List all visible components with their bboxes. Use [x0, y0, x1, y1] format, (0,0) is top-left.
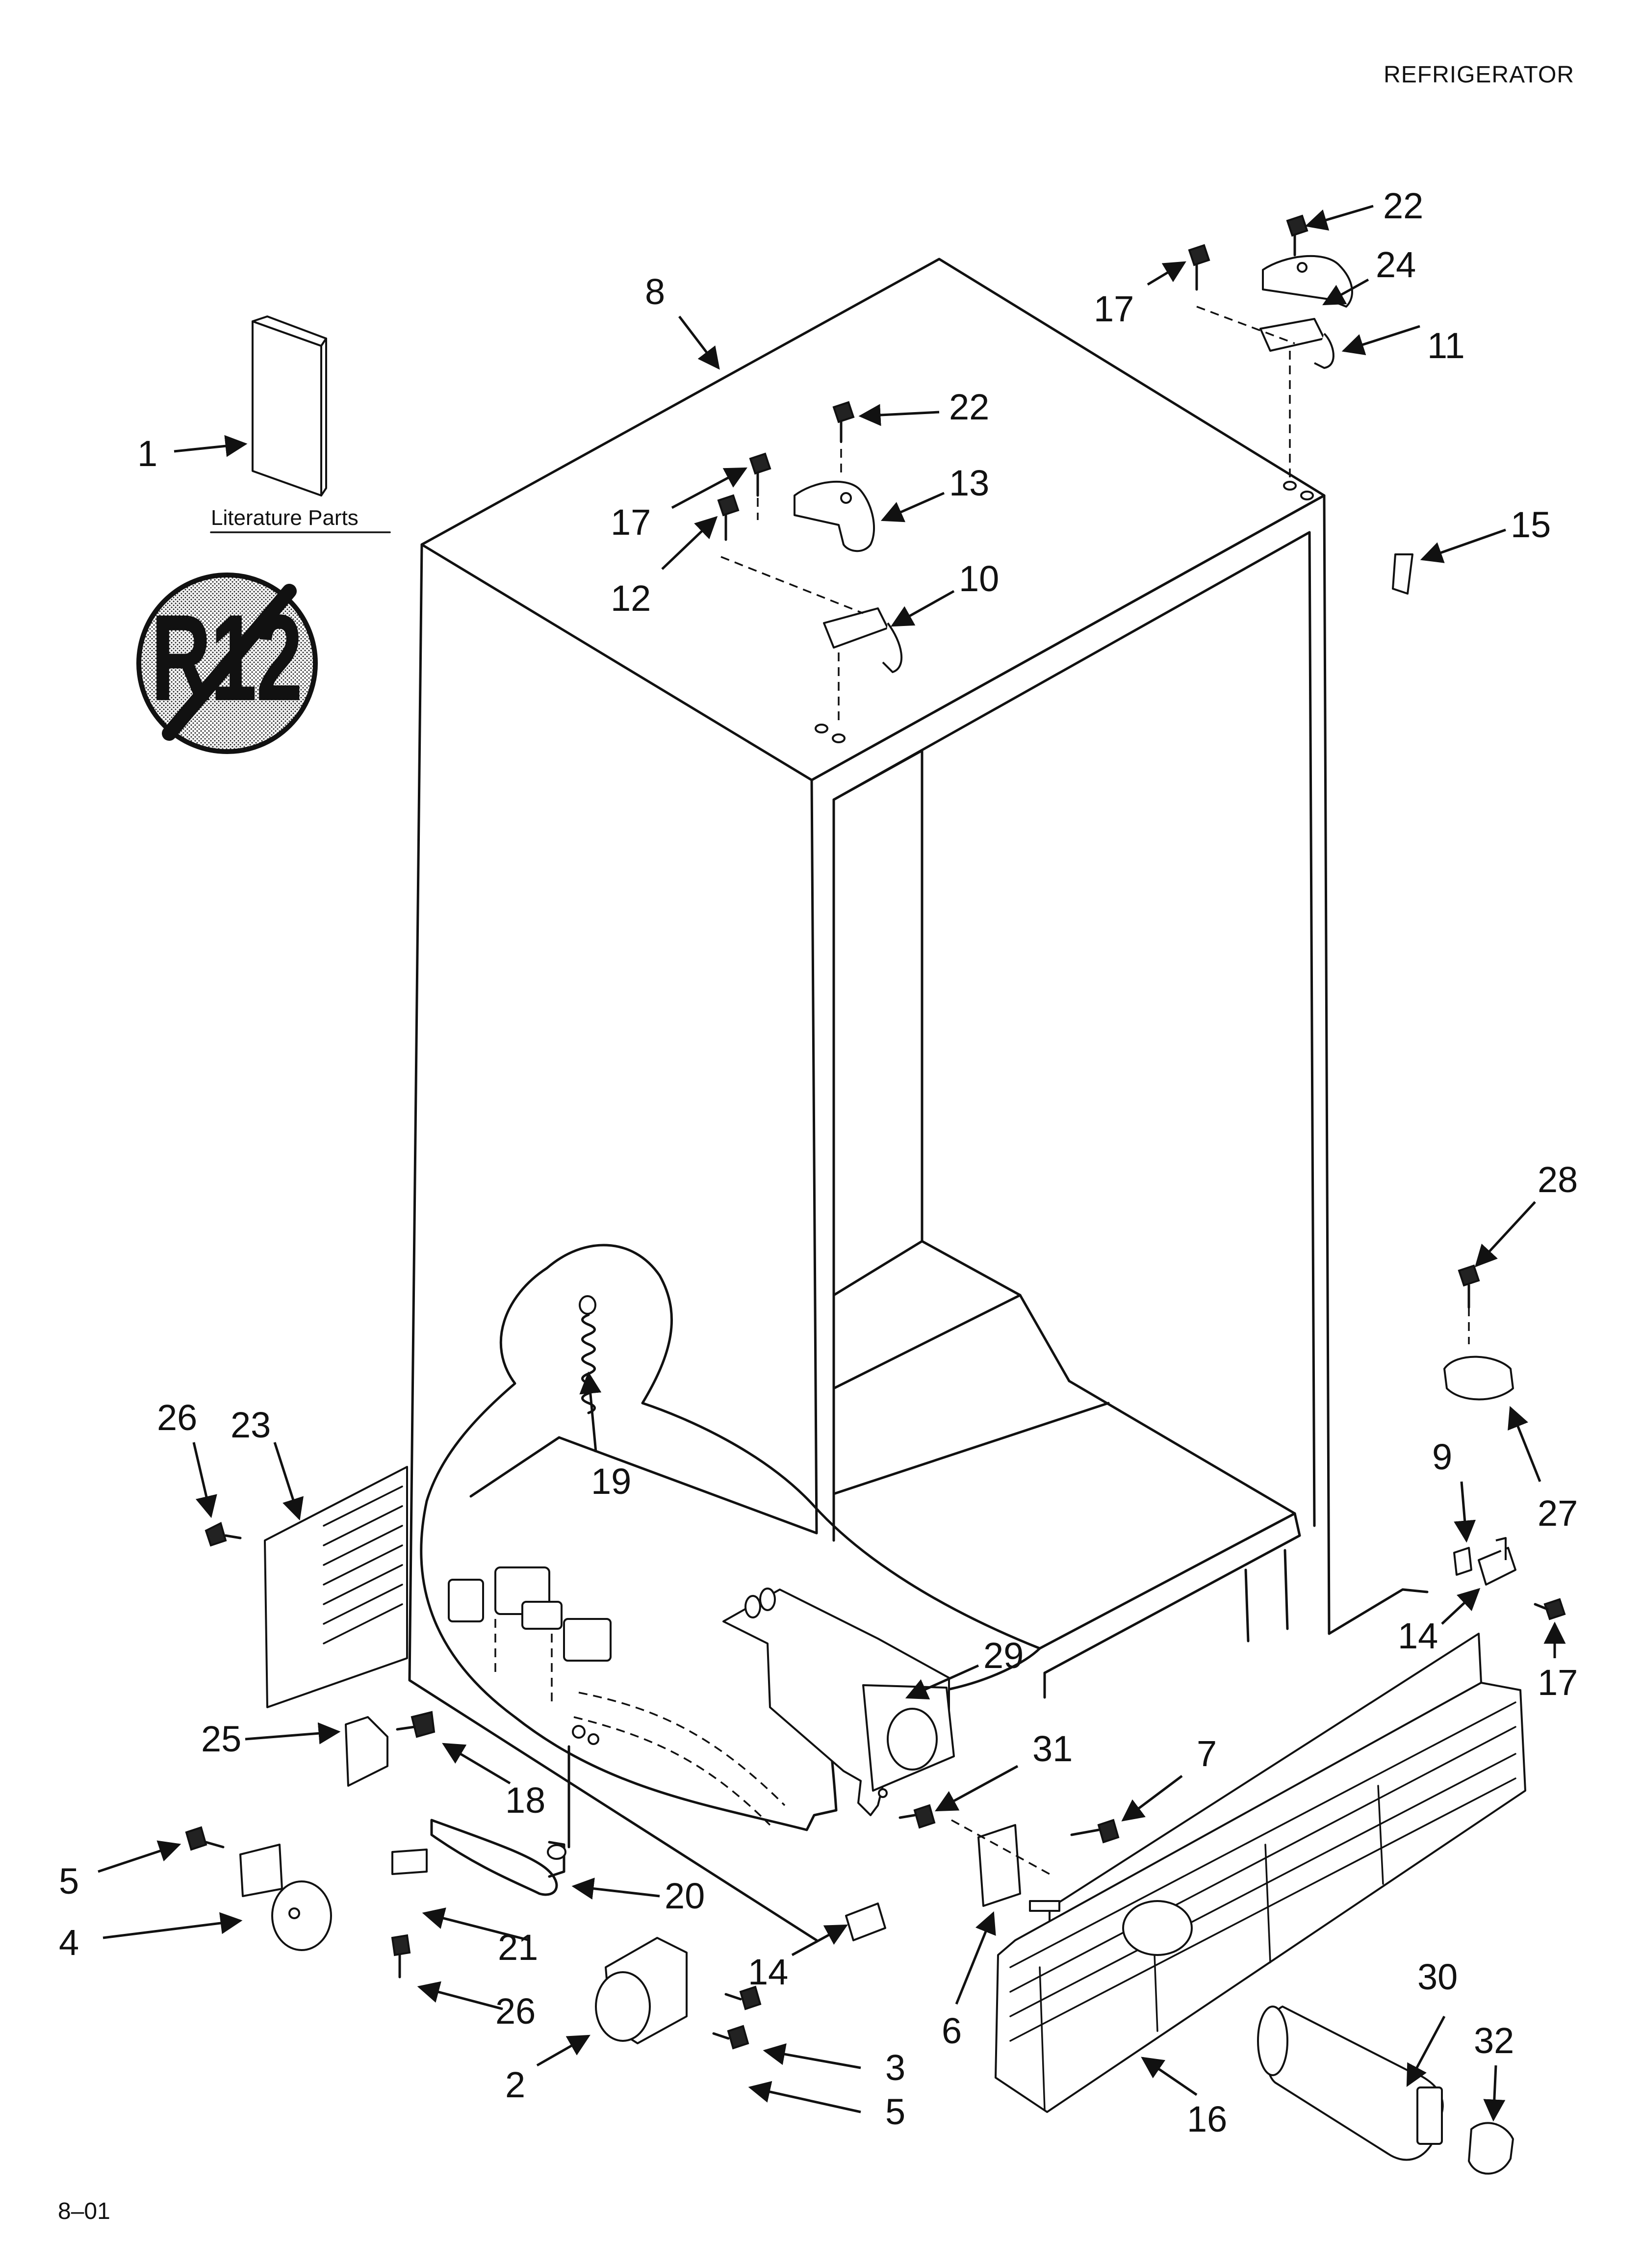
no-r12-badge: R12 [136, 573, 318, 754]
top-hinge-right [1196, 231, 1353, 481]
callout-3: 3 [885, 2047, 905, 2088]
callout-22-center: 22 [949, 387, 989, 427]
callout-21: 21 [498, 1927, 538, 1968]
water-valve-assembly [448, 1566, 612, 1745]
callout-14-right: 14 [1398, 1616, 1438, 1656]
page-header: REFRIGERATOR [1384, 62, 1574, 88]
callout-25: 25 [201, 1719, 241, 1759]
callout-15: 15 [1511, 504, 1551, 545]
dispenser-housing [722, 1588, 955, 1816]
callout-32: 32 [1474, 2020, 1514, 2061]
callout-14-bottom: 14 [748, 1952, 788, 1992]
callout-22-top-right: 22 [1383, 185, 1423, 226]
callout-28: 28 [1538, 1159, 1578, 1200]
callout-4: 4 [59, 1922, 79, 1963]
leader-arrows [98, 205, 1566, 2122]
literature-part: Literature Parts [210, 315, 391, 533]
callout-26-left: 26 [157, 1397, 197, 1438]
callout-18: 18 [505, 1780, 545, 1821]
callout-24: 24 [1376, 244, 1416, 285]
callout-13: 13 [949, 463, 989, 503]
screws [185, 214, 1566, 2050]
callout-5-top: 5 [59, 1861, 79, 1902]
callout-17-top-right: 17 [1094, 288, 1134, 329]
page-footer-code: 8–01 [58, 2198, 110, 2224]
callout-26-bottom: 26 [495, 1991, 536, 2032]
spring-part [579, 1295, 596, 1414]
callout-12: 12 [611, 578, 651, 619]
cabinet [408, 258, 1429, 1942]
callout-9: 9 [1432, 1436, 1452, 1477]
literature-parts-label: Literature Parts [211, 506, 359, 530]
callout-30: 30 [1417, 1956, 1458, 1997]
callout-labels: 1 8 22 22 17 24 11 13 17 12 10 15 28 9 2… [59, 185, 1578, 2139]
callout-5-bottom: 5 [885, 2091, 905, 2132]
top-hinge-left [720, 434, 903, 726]
callout-20: 20 [665, 1876, 705, 1916]
callout-17-center: 17 [611, 502, 651, 543]
callout-10: 10 [959, 558, 999, 599]
callout-2: 2 [505, 2064, 525, 2105]
callout-17-right: 17 [1538, 1662, 1578, 1703]
callout-11: 11 [1427, 325, 1465, 366]
callout-29: 29 [983, 1635, 1024, 1676]
callout-6: 6 [942, 2010, 962, 2051]
callout-19: 19 [591, 1461, 631, 1502]
callout-1: 1 [137, 433, 157, 474]
callout-27: 27 [1538, 1493, 1578, 1534]
front-grille [995, 1633, 1526, 2113]
callout-8: 8 [645, 271, 665, 312]
callout-16: 16 [1187, 2099, 1227, 2139]
callout-7: 7 [1197, 1733, 1217, 1774]
water-filter [1257, 2006, 1514, 2175]
callout-23: 23 [231, 1405, 271, 1445]
callout-31: 31 [1032, 1728, 1073, 1769]
